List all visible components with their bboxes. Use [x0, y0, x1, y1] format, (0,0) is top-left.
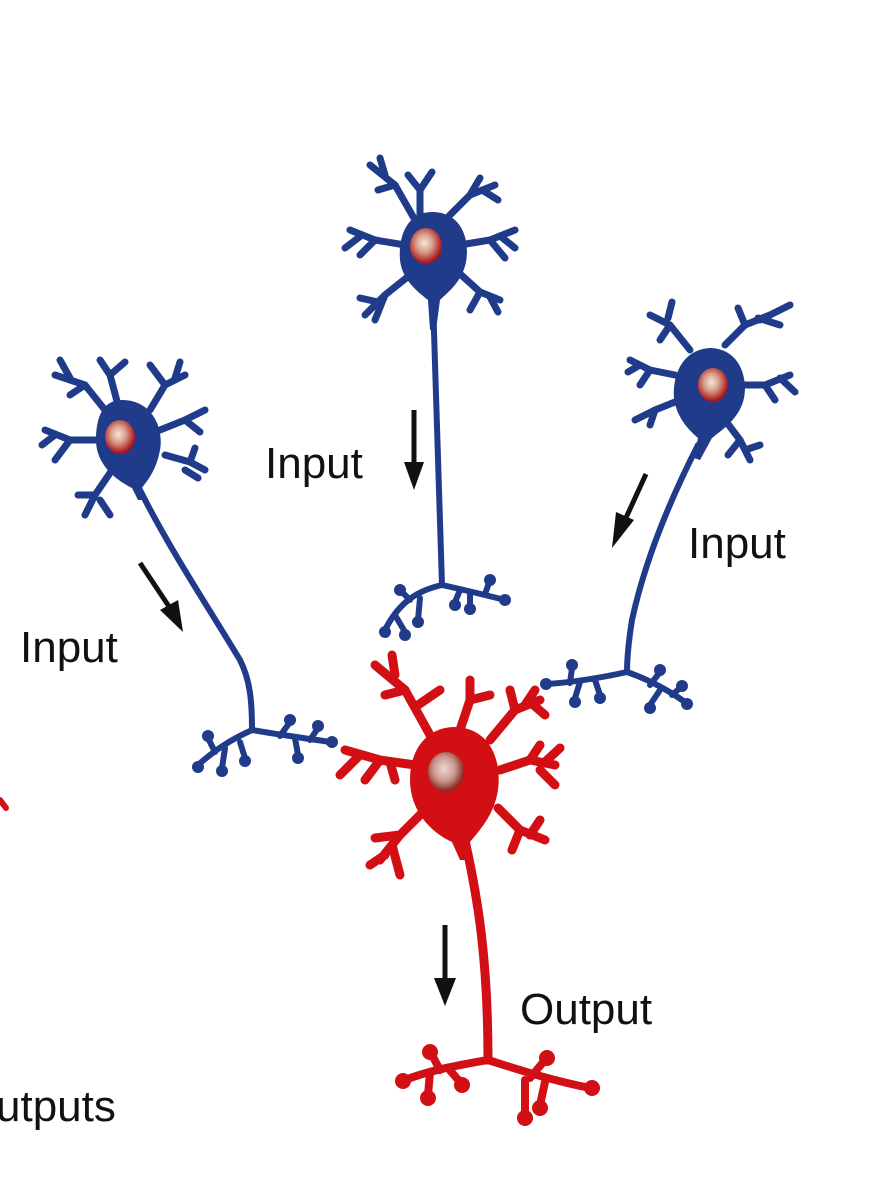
partial-red-neuron-fragment	[0, 797, 9, 811]
output-neuron	[335, 650, 600, 1126]
input-neuron-right	[540, 298, 799, 714]
arrow-diagonal-left-icon	[137, 561, 183, 632]
arrow-down-center-icon	[404, 410, 424, 490]
arrow-diagonal-right-icon	[612, 472, 649, 548]
input-neuron-left	[38, 356, 338, 777]
label-outputs-partial: utputs	[0, 1082, 116, 1131]
label-input-left: Input	[20, 623, 118, 672]
label-input-center: Input	[265, 439, 363, 488]
signal-arrows	[137, 410, 649, 1006]
label-output: Output	[520, 985, 653, 1034]
label-input-right: Input	[688, 519, 786, 568]
arrow-down-output-icon	[434, 925, 456, 1006]
input-neuron-center	[341, 154, 519, 641]
